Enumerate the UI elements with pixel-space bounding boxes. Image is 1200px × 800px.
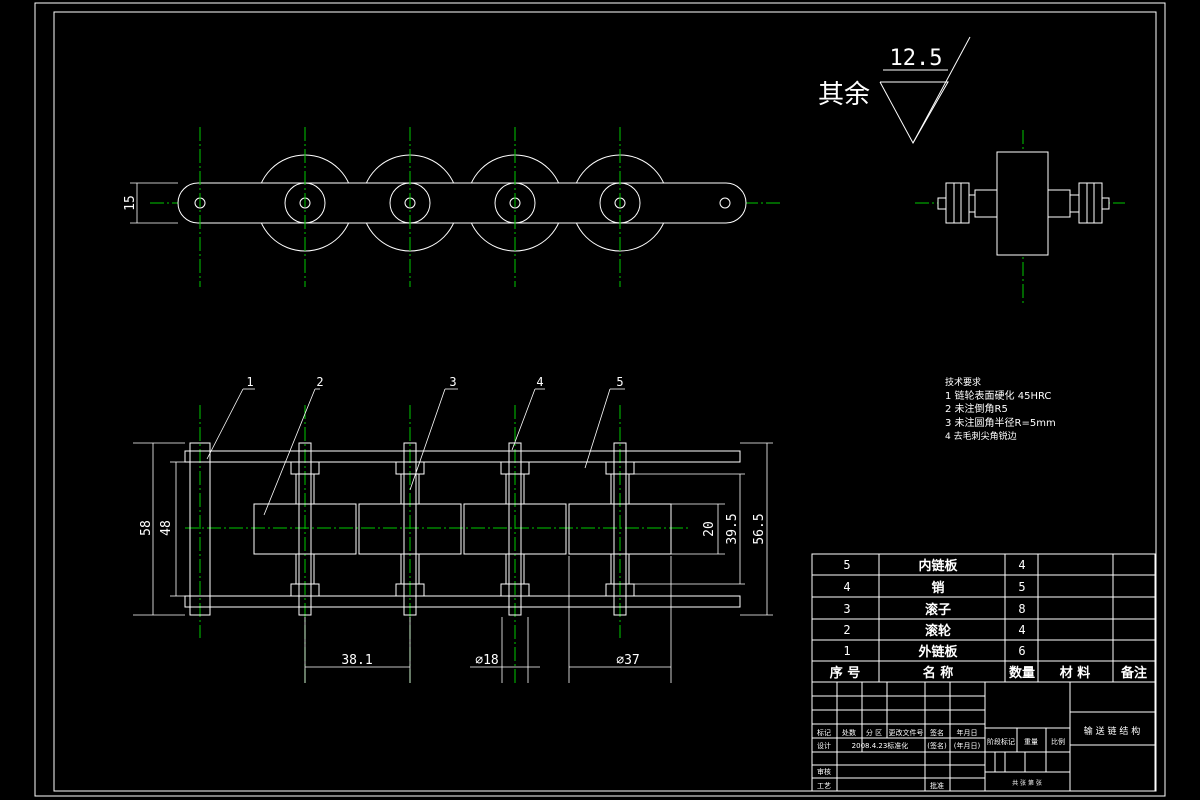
dim-pitch-height: 15: [123, 195, 138, 211]
header-material: 材 料: [1060, 665, 1091, 681]
balloon-4: 4: [536, 375, 543, 389]
header-count: 处数: [842, 728, 856, 737]
row-2-no: 2: [843, 623, 850, 637]
dim-inner-48: 48: [159, 520, 174, 536]
row-3-no: 3: [843, 602, 850, 616]
chain-plate-outline: [177, 182, 747, 224]
dim-overall-58: 58: [139, 520, 154, 536]
balloon-3: 3: [449, 375, 456, 389]
parts-list: 5 内链板 4 4 销 5 3 滚子 8 2 滚轮 4 1 外链板 6 序 号 …: [811, 553, 1156, 683]
row-4-name: 销: [931, 580, 944, 596]
header-mark: 标记: [817, 728, 831, 737]
tech-req-2: 2 未注倒角R5: [945, 402, 1008, 415]
surface-roughness-value: 12.5: [890, 46, 943, 71]
row-5-qty: 4: [1018, 558, 1025, 572]
header-signature: 签名: [930, 728, 944, 737]
top-view: 15: [123, 127, 780, 287]
outer-frame: [34, 2, 1166, 797]
surface-finish-note: 其余: [818, 80, 870, 110]
header-name: 名 称: [923, 665, 954, 681]
dim-wheel-dia: ⌀37: [616, 653, 639, 668]
surface-finish-symbol: 12.5 其余: [818, 36, 971, 145]
tech-req-1: 1 链轮表面硬化 45HRC: [945, 389, 1051, 402]
row-3-name: 滚子: [925, 602, 951, 618]
date-cell: (年月日): [954, 741, 981, 750]
label-review: 审核: [817, 767, 831, 776]
scale-label: 比例: [1051, 737, 1065, 746]
inner-frame: [53, 11, 1157, 792]
label-design: 设计: [817, 741, 831, 750]
header-zone: 分 区: [866, 728, 882, 737]
row-1-no: 1: [843, 644, 850, 658]
front-view: 1 2 3 4 5 58 48 20 39.5 56.: [133, 375, 773, 683]
drawing-title: 输 送 链 结 构: [1084, 725, 1140, 737]
row-2-name: 滚轮: [925, 623, 951, 639]
header-qty: 数量: [1009, 665, 1035, 681]
row-3-qty: 8: [1018, 602, 1025, 616]
dim-pitch-38-1: 38.1: [341, 653, 372, 668]
row-1-qty: 6: [1018, 644, 1025, 658]
sheet-count: 共 张 第 张: [1012, 779, 1042, 787]
header-change-doc: 更改文件号: [889, 728, 924, 737]
header-date: 年月日: [957, 728, 978, 737]
row-5-no: 5: [843, 558, 850, 572]
row-1-name: 外链板: [917, 644, 958, 660]
tech-req-title: 技术要求: [945, 376, 981, 388]
row-4-qty: 5: [1018, 580, 1025, 594]
header-remarks: 备注: [1120, 665, 1147, 681]
dim-roller-20: 20: [702, 521, 717, 537]
tech-req-4: 4 去毛刺尖角锐边: [945, 430, 1017, 442]
side-view: [915, 130, 1125, 305]
design-date: 2008.4.23标准化: [852, 741, 909, 750]
tech-requirements: 技术要求 1 链轮表面硬化 45HRC 2 未注倒角R5 3 未注圆角半径R=5…: [945, 376, 1056, 442]
approve-cell: 批准: [930, 781, 944, 790]
dim-inner-39-5: 39.5: [725, 513, 740, 544]
label-process: 工艺: [817, 782, 831, 790]
row-2-qty: 4: [1018, 623, 1025, 637]
stage-label: 阶段标记: [987, 737, 1015, 746]
title-block: 标记 处数 分 区 更改文件号 签名 年月日 设计 审核 工艺 2008.4.2…: [811, 681, 1156, 792]
sign-cell: (签名): [927, 741, 947, 750]
dim-roller-dia: ⌀18: [475, 653, 498, 668]
balloon-2: 2: [316, 375, 323, 389]
header-no: 序 号: [830, 665, 861, 681]
weight-label: 重量: [1024, 738, 1038, 746]
dim-outer-56-5: 56.5: [752, 513, 767, 544]
tech-req-3: 3 未注圆角半径R=5mm: [945, 416, 1056, 429]
balloon-1: 1: [246, 375, 253, 389]
balloon-5: 5: [616, 375, 623, 389]
row-4-no: 4: [843, 580, 850, 594]
row-5-name: 内链板: [918, 558, 958, 574]
